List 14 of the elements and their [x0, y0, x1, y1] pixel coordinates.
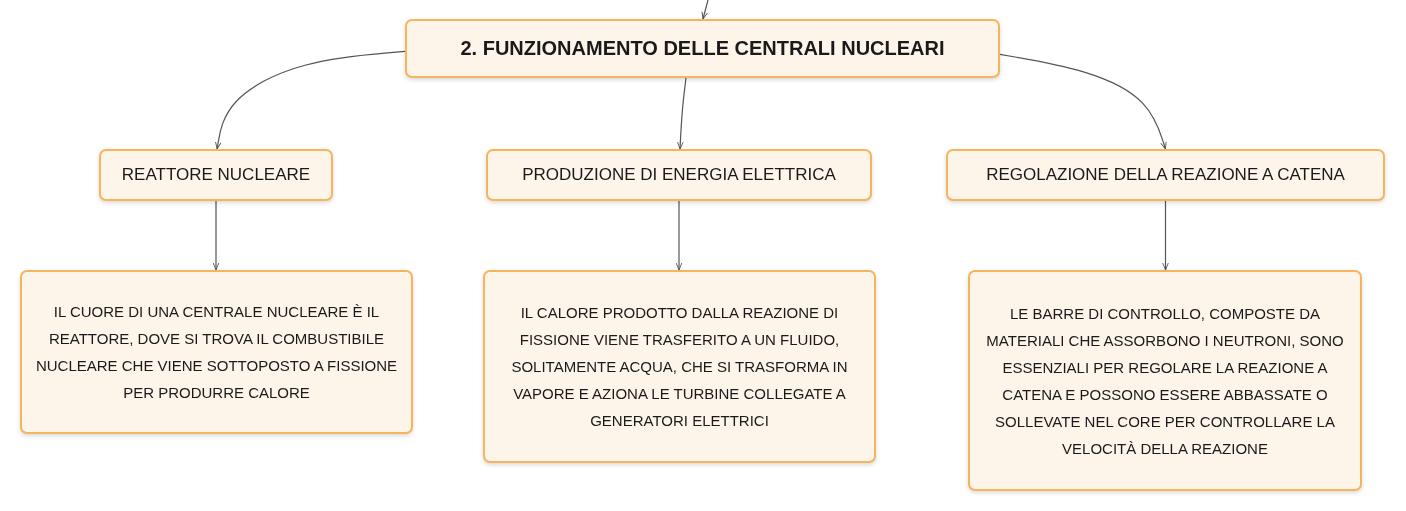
- category-box: REGOLAZIONE DELLA REAZIONE A CATENA: [946, 149, 1385, 201]
- description-box: LE BARRE DI CONTROLLO, COMPOSTE DA MATERIALI CHE ASSORBONO I NEUTRONI, SONO ESSENZIALI PER REGOLARE LA REAZIONE A CATENA E POSSONO ESSERE ABBASSATE O SOLLEVATE NEL CORE PER CONTROLLARE LA VELOCITÀ DELLA REAZIONE: [968, 270, 1362, 491]
- arrow: [677, 77, 687, 150]
- arrow: [999, 53, 1167, 150]
- category-box: PRODUZIONE DI ENERGIA ELETTRICA: [486, 149, 872, 201]
- category-box: REATTORE NUCLEARE: [99, 149, 333, 201]
- arrow: [701, 0, 709, 20]
- arrow: [215, 50, 406, 150]
- description-box: IL CALORE PRODOTTO DALLA REAZIONE DI FISSIONE VIENE TRASFERITO A UN FLUIDO, SOLITAMENTE ACQUA, CHE SI TRASFORMA IN VAPORE E AZIONA LE TURBINE COLLEGATE A GENERATORI ELETTRICI: [483, 270, 876, 463]
- title-box: 2. FUNZIONAMENTO DELLE CENTRALI NUCLEARI: [405, 19, 1000, 78]
- arrow: [1162, 200, 1169, 271]
- arrow: [675, 200, 683, 271]
- description-box: IL CUORE DI UNA CENTRALE NUCLEARE È IL REATTORE, DOVE SI TROVA IL COMBUSTIBILE NUCLEARE CHE VIENE SOTTOPOSTO A FISSIONE PER PRODURRE CALORE: [20, 270, 413, 434]
- arrow: [212, 200, 220, 271]
